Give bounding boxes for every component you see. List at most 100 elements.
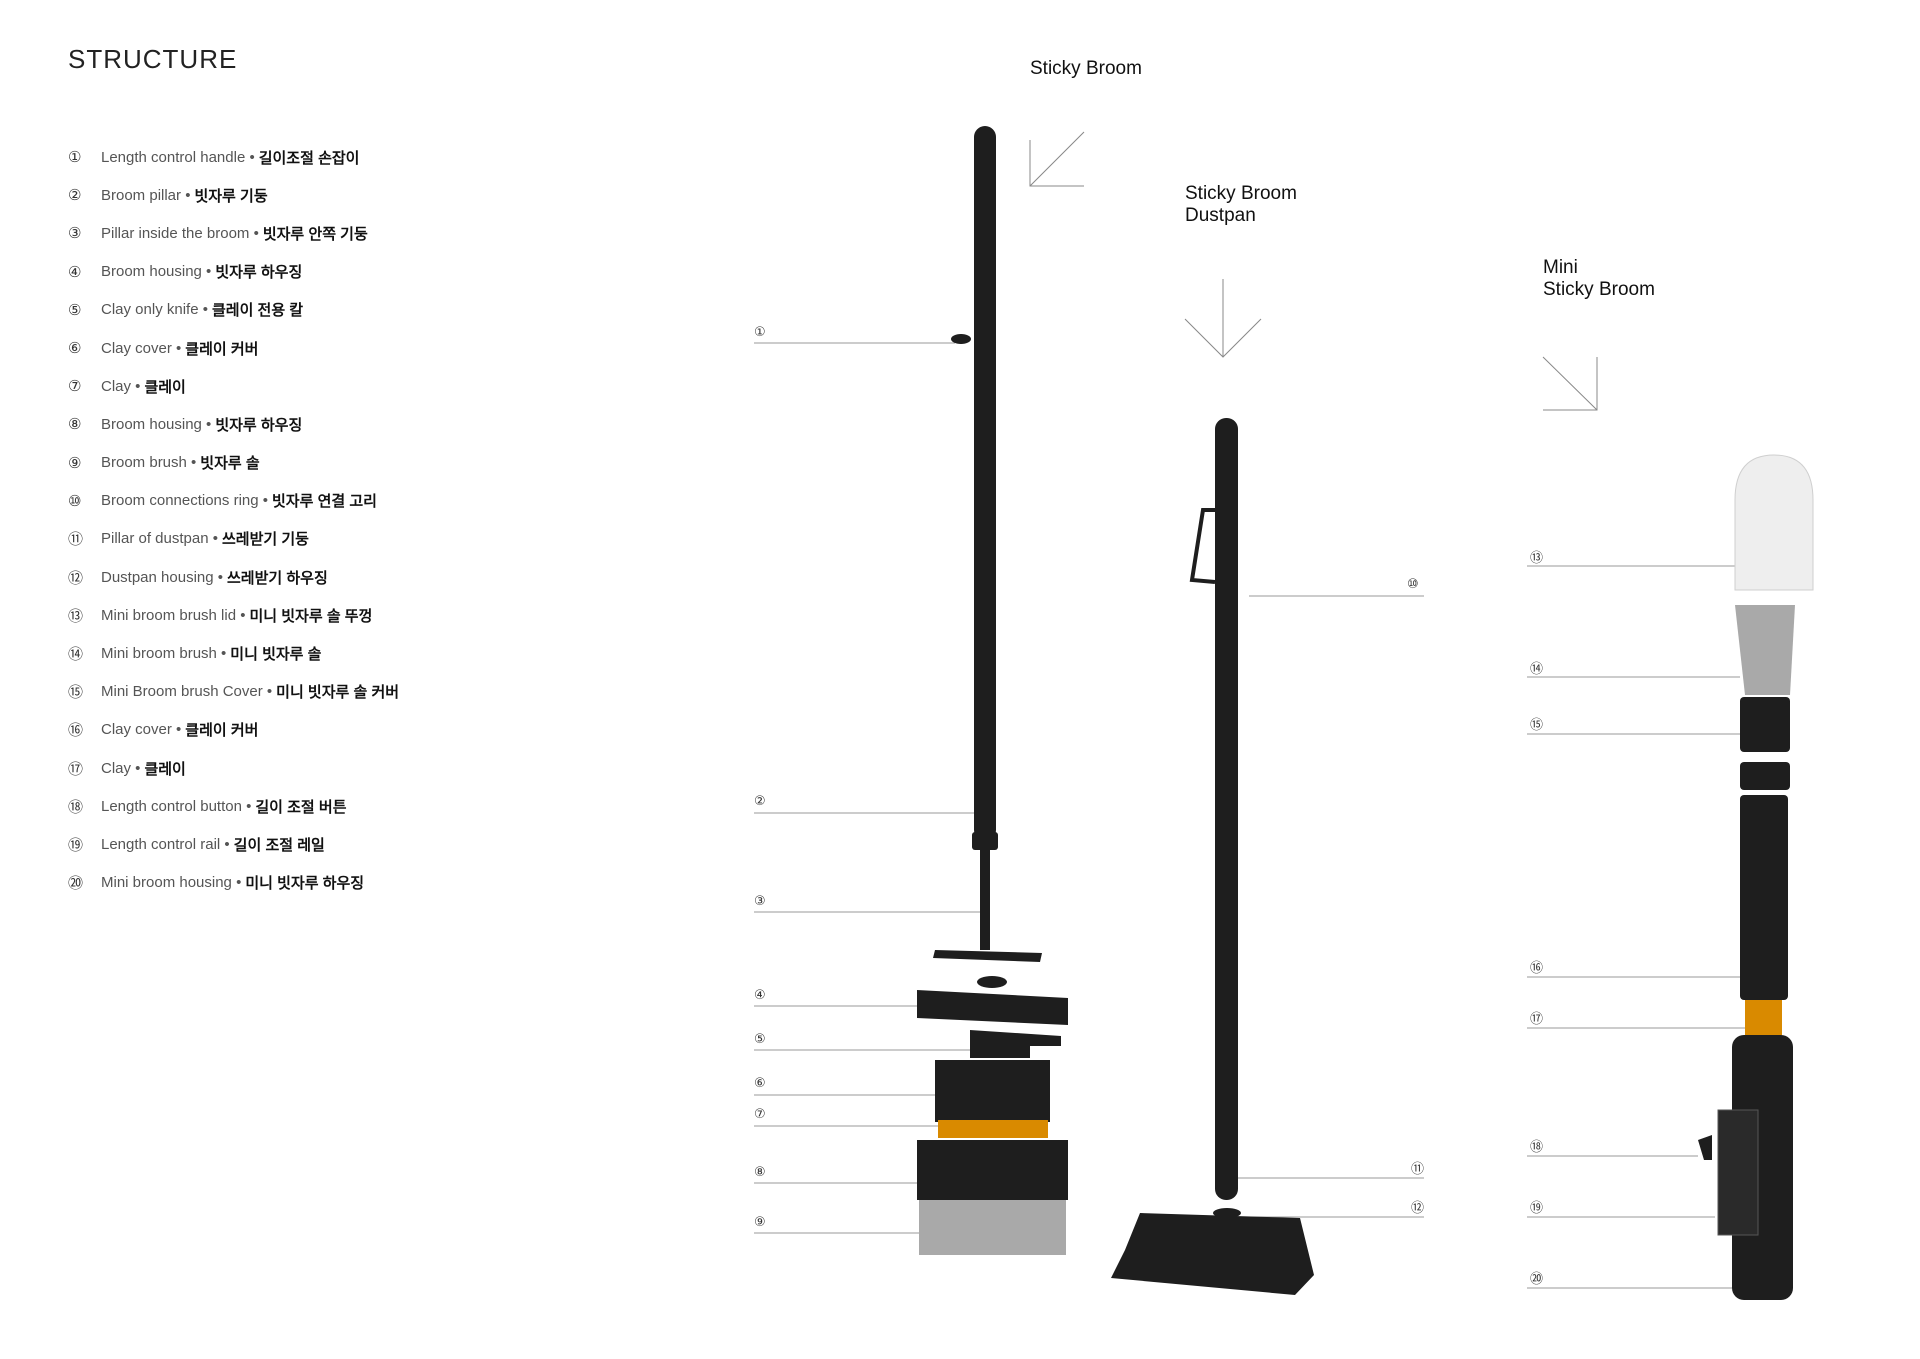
callout-16: ⑯: [1530, 960, 1544, 975]
callout-1: ①: [754, 324, 766, 339]
leader-lines: [754, 342, 1745, 1289]
part-name-ko: 빗자루 하우징: [215, 264, 303, 282]
callout-4: ④: [754, 987, 766, 1002]
part-number: ⑮: [68, 684, 84, 702]
part-name-ko: 빗자루 솔: [200, 455, 260, 473]
callout-10: ⑩: [1407, 576, 1419, 591]
part-name-ko: 빗자루 안쪽 기둥: [262, 225, 368, 243]
part-number: ⑤: [68, 301, 82, 319]
part-name-ko: 빗자루 기둥: [194, 187, 268, 205]
arrow-icon: [1542, 356, 1598, 411]
part-name-ko: 클레이 커버: [185, 340, 259, 358]
part-name-en: Clay cover •: [101, 339, 182, 357]
part-name-ko: 미니 빗자루 솔 커버: [276, 684, 400, 702]
callout-15: ⑮: [1530, 717, 1544, 732]
list-item: ⑦ Clay •클레이: [68, 367, 399, 405]
part-name-ko: 미니 빗자루 솔 뚜껑: [249, 607, 373, 625]
part-name-en: Dustpan housing •: [101, 568, 223, 586]
mini-label-line1: Mini: [1543, 257, 1578, 278]
part-number: ⑪: [68, 531, 84, 549]
callout-9: ⑨: [754, 1214, 766, 1229]
part-name-ko: 길이 조절 레일: [233, 836, 325, 854]
callout-11: ⑪: [1411, 1161, 1425, 1176]
part-name-ko: 미니 빗자루 솔: [230, 646, 322, 664]
callout-13: ⑬: [1530, 550, 1544, 565]
part-name-en: Broom brush •: [101, 454, 197, 472]
part-name-ko: 길이 조절 버튼: [255, 798, 347, 816]
list-item: ⑧ Broom housing •빗자루 하우징: [68, 405, 399, 443]
part-name-en: Clay •: [101, 759, 141, 777]
list-item: ③ Pillar inside the broom •빗자루 안쪽 기둥: [68, 214, 399, 252]
part-name-en: Mini Broom brush Cover •: [101, 683, 273, 701]
part-number: ⑫: [68, 569, 84, 587]
part-name-en: Clay cover •: [101, 721, 182, 739]
part-name-en: Clay •: [101, 377, 141, 395]
part-number: ③: [68, 225, 82, 243]
mini-broom-drawing: [1698, 454, 1814, 1300]
part-number: ⑦: [68, 378, 82, 396]
part-number: ⑱: [68, 798, 84, 816]
page-title: STRUCTURE: [68, 44, 238, 74]
part-name-ko: 클레이 전용 칼: [211, 302, 304, 320]
part-name-ko: 클레이 커버: [185, 722, 259, 740]
part-name-en: Broom housing •: [101, 415, 212, 433]
dustpan-label-line1: Sticky Broom: [1185, 183, 1297, 204]
part-name-ko: 쓰레받기 하우징: [227, 569, 328, 587]
direction-arrows: [1029, 131, 1598, 411]
part-name-ko: 빗자루 연결 고리: [272, 493, 377, 511]
callout-7: ⑦: [754, 1106, 766, 1121]
part-name-en: Length control handle •: [101, 148, 255, 166]
list-item: ⑮ Mini Broom brush Cover •미니 빗자루 솔 커버: [68, 673, 399, 711]
part-number: ⑭: [68, 646, 84, 664]
part-number: ⑲: [68, 836, 84, 854]
mini-label-line2: Sticky Broom: [1543, 279, 1655, 300]
part-number: ⑩: [68, 492, 82, 510]
sticky-broom-drawing: [917, 126, 1068, 1255]
callout-3: ③: [754, 893, 766, 908]
list-item: ⑨ Broom brush •빗자루 솔: [68, 444, 399, 482]
arrow-icon: [1184, 279, 1262, 358]
part-name-en: Length control rail •: [101, 835, 230, 853]
part-name-en: Broom pillar •: [101, 186, 191, 204]
part-name-ko: 빗자루 하우징: [215, 416, 303, 434]
list-item: ⑲ Length control rail •길이 조절 레일: [68, 825, 399, 863]
callout-6: ⑥: [754, 1075, 766, 1090]
part-name-en: Broom connections ring •: [101, 492, 268, 510]
callout-8: ⑧: [754, 1164, 766, 1179]
callout-5: ⑤: [754, 1031, 766, 1046]
callout-18: ⑱: [1530, 1139, 1544, 1154]
part-number: ⑳: [68, 875, 84, 893]
callout-20: ⑳: [1530, 1271, 1544, 1286]
callout-17: ⑰: [1530, 1011, 1544, 1026]
dustpan-drawing: [1111, 418, 1314, 1295]
part-name-ko: 미니 빗자루 하우징: [245, 875, 365, 893]
part-number: ①: [68, 149, 82, 167]
list-item: ① Length control handle •길이조절 손잡이: [68, 138, 399, 176]
part-name-ko: 쓰레받기 기둥: [221, 531, 309, 549]
part-name-ko: 클레이: [144, 760, 186, 778]
part-number: ⑧: [68, 416, 82, 434]
part-number: ⑥: [68, 340, 82, 358]
sticky-broom-label: Sticky Broom: [1030, 58, 1142, 79]
callout-14: ⑭: [1530, 661, 1544, 676]
part-number: ⑰: [68, 760, 84, 778]
part-name-en: Broom housing •: [101, 263, 212, 281]
part-name-ko: 클레이: [144, 378, 186, 396]
part-name-en: Pillar inside the broom •: [101, 224, 259, 242]
callout-19: ⑲: [1530, 1200, 1544, 1215]
dustpan-label-line2: Dustpan: [1185, 205, 1256, 226]
list-item: ⑰ Clay •클레이: [68, 749, 399, 787]
part-name-en: Mini broom brush lid •: [101, 606, 246, 624]
part-name-ko: 길이조절 손잡이: [258, 149, 360, 167]
part-number: ⑨: [68, 454, 82, 472]
